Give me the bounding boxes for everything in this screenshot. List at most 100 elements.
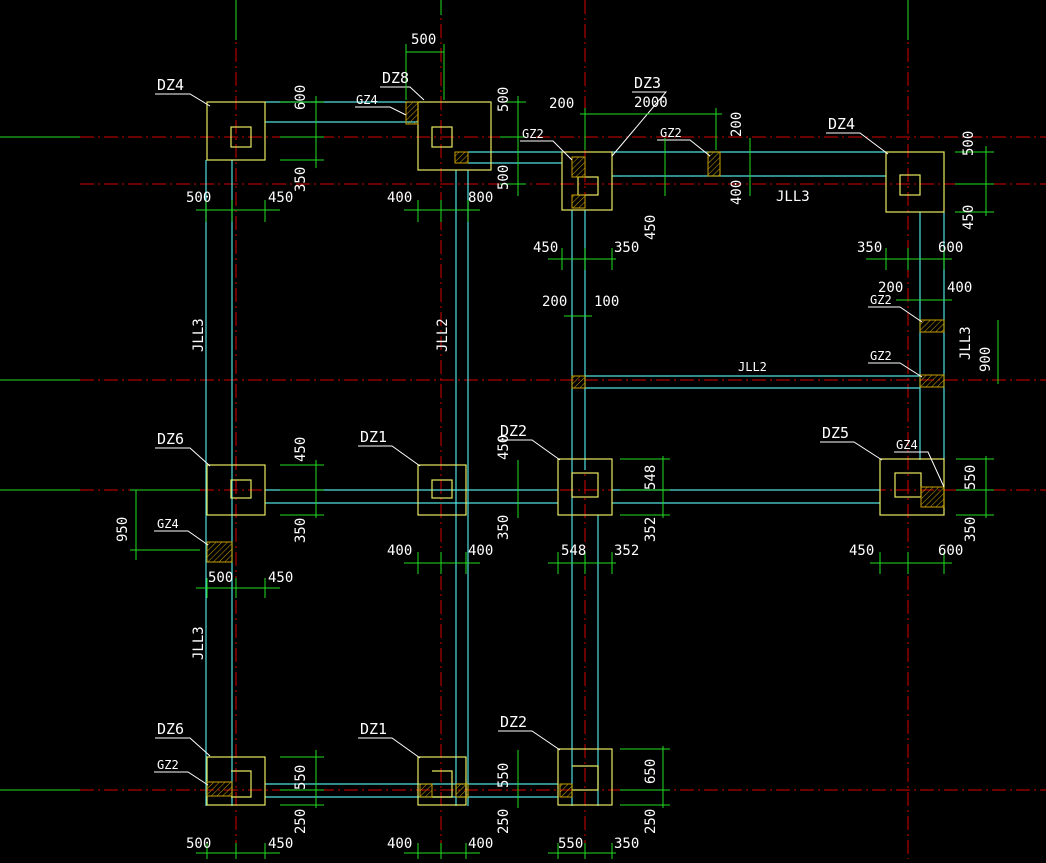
dim-text: 550 [293, 765, 309, 790]
dim-text: 200 [878, 280, 903, 296]
column-dz2-b [557, 748, 613, 806]
dim-text: 400 [387, 836, 412, 852]
dim-text: 450 [293, 437, 309, 462]
column-dz4-b [885, 151, 945, 213]
grid-axes [80, 0, 1046, 859]
dim-text: 350 [496, 515, 512, 540]
column-dz6-a [206, 464, 266, 516]
column-label: DZ4 [157, 76, 184, 94]
dim-text: 350 [963, 517, 979, 542]
dim-text: 250 [643, 809, 659, 834]
column-label: DZ2 [500, 713, 527, 731]
dim-text: 550 [496, 763, 512, 788]
gz-label: GZ4 [157, 517, 179, 531]
dim-text: 600 [293, 85, 309, 110]
column-dz4-a [206, 101, 266, 161]
dim-text: 350 [293, 167, 309, 192]
dim-text: 400 [387, 190, 412, 206]
dim-text: 450 [643, 215, 659, 240]
dim-text: 350 [614, 836, 639, 852]
dimension-lines [130, 44, 999, 859]
beam-label: JLL3 [191, 318, 207, 352]
dim-text: 800 [468, 190, 493, 206]
column-label: DZ2 [500, 422, 527, 440]
dim-text: 450 [496, 435, 512, 460]
dim-text: 650 [643, 759, 659, 784]
column-label: DZ8 [382, 69, 409, 87]
dim-text: 548 [561, 543, 586, 559]
dim-text: 450 [961, 205, 977, 230]
dim-text: 500 [496, 165, 512, 190]
dim-text: 350 [293, 518, 309, 543]
dim-text: 600 [938, 543, 963, 559]
dim-text: 352 [614, 543, 639, 559]
gz-labels: GZ4 GZ2 GZ2 GZ2 GZ2 GZ4 GZ4 GZ2 [157, 93, 918, 772]
dim-text: 600 [938, 240, 963, 256]
dim-text: 550 [558, 836, 583, 852]
columns [206, 101, 945, 806]
dim-text: 2000 [634, 95, 668, 111]
gz-label: GZ2 [522, 127, 544, 141]
dim-text: 100 [594, 294, 619, 310]
dim-text: 900 [978, 347, 994, 372]
dim-text: 400 [468, 836, 493, 852]
dim-text: 200 [542, 294, 567, 310]
gz-label: GZ2 [870, 293, 892, 307]
dim-text: 350 [614, 240, 639, 256]
beam-label: JLL2 [738, 360, 767, 374]
gz-columns [206, 101, 945, 798]
beam-label: JLL3 [191, 626, 207, 660]
column-label: DZ6 [157, 720, 184, 738]
dim-text: 450 [268, 570, 293, 586]
column-label: DZ1 [360, 720, 387, 738]
leaders [154, 86, 945, 786]
gz-label: GZ2 [870, 349, 892, 363]
dimension-texts: 500 600 350 500 450 400 800 500 200 2000… [115, 32, 994, 852]
beam-labels: JLL3 JLL2 JLL3 JLL2 JLL3 JLL3 [191, 189, 974, 660]
dim-text: 400 [729, 180, 745, 205]
dim-text: 400 [947, 280, 972, 296]
dim-text: 548 [643, 465, 659, 490]
gz-label: GZ4 [356, 93, 378, 107]
dim-text: 400 [468, 543, 493, 559]
beam-label: JLL3 [958, 326, 974, 360]
dim-text: 500 [411, 32, 436, 48]
gz-label: GZ2 [157, 758, 179, 772]
dim-text: 550 [963, 465, 979, 490]
column-label: DZ6 [157, 430, 184, 448]
dim-text: 500 [186, 836, 211, 852]
column-label: DZ1 [360, 428, 387, 446]
column-dz2-a [557, 458, 613, 516]
column-dz3 [561, 151, 613, 211]
column-dz6-b [206, 756, 266, 806]
dim-text: 400 [387, 543, 412, 559]
dim-text: 450 [533, 240, 558, 256]
column-labels: DZ4 DZ8 DZ3 DZ4 DZ6 DZ1 DZ2 DZ5 DZ6 DZ1 … [157, 69, 855, 738]
dim-text: 352 [643, 517, 659, 542]
beam-label: JLL3 [776, 189, 810, 205]
dim-text: 500 [496, 87, 512, 112]
dim-text: 200 [549, 96, 574, 112]
dim-text: 450 [849, 543, 874, 559]
dim-text: 500 [208, 570, 233, 586]
column-label: DZ3 [634, 74, 661, 92]
beam-label: JLL2 [435, 318, 451, 352]
dim-text: 450 [268, 836, 293, 852]
dim-text: 250 [293, 809, 309, 834]
dim-text: 200 [729, 112, 745, 137]
dim-text: 950 [115, 517, 131, 542]
axis-stubs [0, 0, 909, 791]
gz-label: GZ4 [896, 438, 918, 452]
column-dz1-b [417, 756, 467, 806]
column-dz8 [417, 101, 492, 171]
dim-text: 350 [857, 240, 882, 256]
dim-text: 500 [961, 131, 977, 156]
column-label: DZ5 [822, 424, 849, 442]
column-dz1-a [417, 464, 467, 516]
dim-text: 450 [268, 190, 293, 206]
column-label: DZ4 [828, 115, 855, 133]
dim-text: 500 [186, 190, 211, 206]
dim-text: 250 [496, 809, 512, 834]
